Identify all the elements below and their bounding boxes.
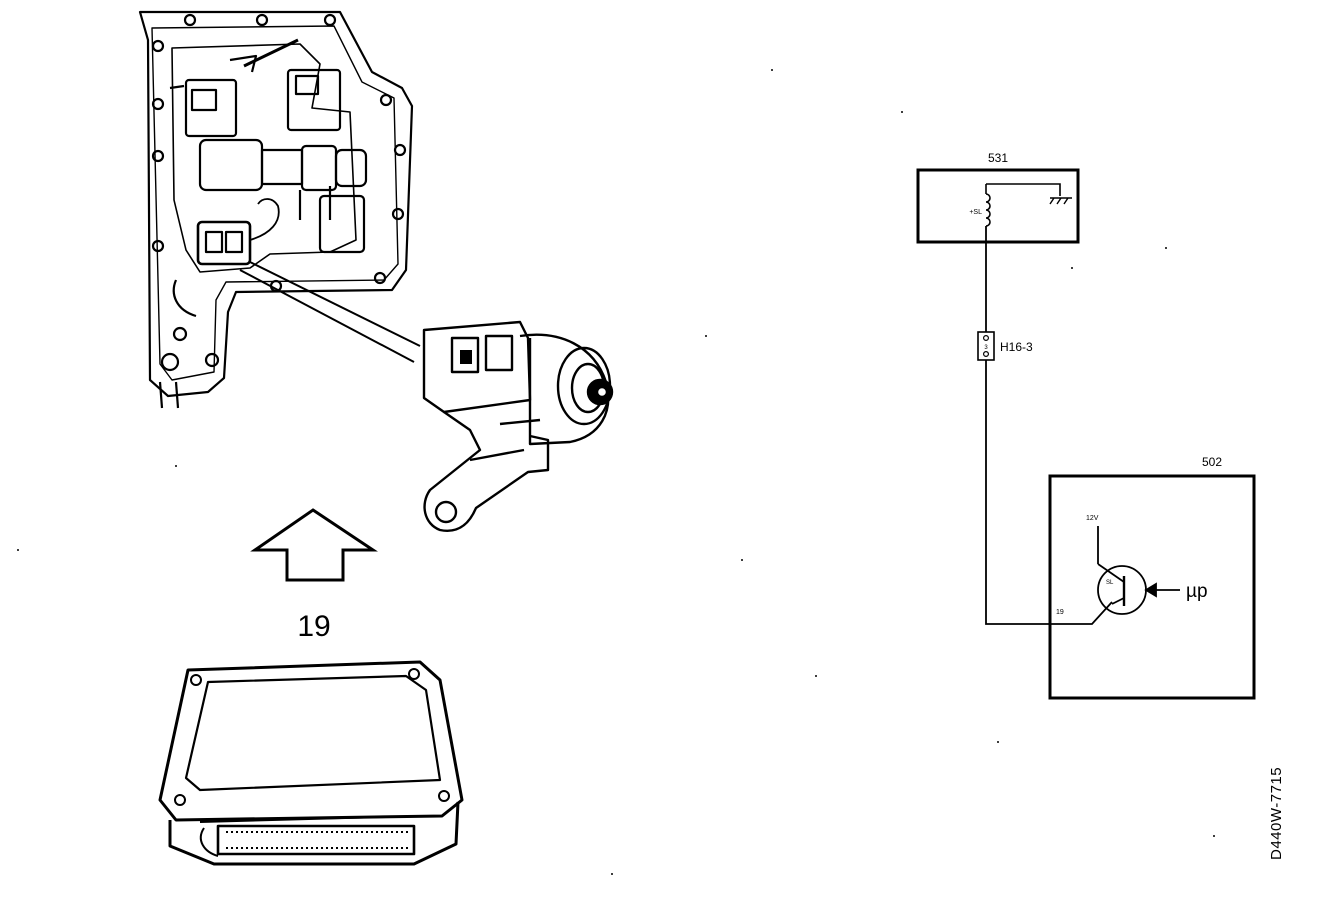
connector-pin-number: 3 [984,345,988,351]
connector-number-label: 19 [297,610,330,643]
component-502-label: 502 [1202,455,1222,469]
leader-lines [239,261,421,363]
scan-noise [17,69,1215,875]
transistor-label: SL [1106,580,1114,586]
transistor-symbol [1097,526,1180,615]
supply-label-12v: 12V [1086,515,1099,522]
shift-solenoid-illustration [422,320,614,532]
control-module-illustration [158,660,464,866]
component-531-label: 531 [988,151,1008,165]
valve-body-illustration [138,10,414,409]
figure-id: D440W-7715 [1268,766,1285,860]
pin-label-19: 19 [1056,609,1064,616]
solenoid-coil-symbol [985,183,1072,227]
microprocessor-label: µp [1186,581,1208,602]
component-531-box [916,168,1080,244]
component-502-box [1048,474,1256,700]
wire-connector-to-502 [985,360,1113,625]
up-arrow [250,508,378,582]
connector-label: H16-3 [1000,340,1033,354]
pin-label-sl: +SL [969,209,982,216]
